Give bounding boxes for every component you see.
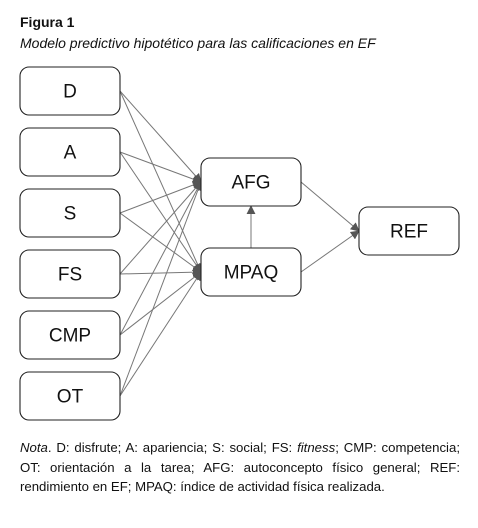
node-ref: REF <box>358 206 460 256</box>
node-mpaq: MPAQ <box>200 247 302 297</box>
node-a: A <box>19 127 121 177</box>
arrow-a-to-mpaq <box>119 151 202 273</box>
arrow-s-to-afg <box>119 180 202 214</box>
edges-layer <box>119 90 360 397</box>
node-label-ref: REF <box>390 222 428 243</box>
note-text-part2: ; CMP: competencia; OT: orientación a la… <box>20 440 460 494</box>
node-label-d: D <box>63 82 77 103</box>
arrow-cmp-to-afg <box>119 181 202 336</box>
node-label-cmp: CMP <box>49 326 91 347</box>
node-box-afg <box>200 157 302 207</box>
arrow-fs-to-afg <box>119 181 202 275</box>
node-box-cmp <box>19 310 121 360</box>
arrow-s-to-mpaq <box>119 212 202 273</box>
node-afg: AFG <box>200 157 302 207</box>
arrow-a-to-afg <box>119 151 202 184</box>
figure-note: Nota. D: disfrute; A: apariencia; S: soc… <box>20 438 460 497</box>
arrow-cmp-to-mpaq <box>119 271 202 336</box>
node-s: S <box>19 188 121 238</box>
node-box-mpaq <box>200 247 302 297</box>
arrow-d-to-mpaq <box>119 90 202 273</box>
note-fitness-term: fitness <box>297 440 336 455</box>
node-box-a <box>19 127 121 177</box>
node-box-ot <box>19 371 121 421</box>
node-box-fs <box>19 249 121 299</box>
figure-label: Figura 1 <box>20 14 75 30</box>
node-label-afg: AFG <box>231 173 270 194</box>
arrow-afg-to-ref <box>300 181 360 232</box>
node-label-s: S <box>64 204 77 225</box>
node-fs: FS <box>19 249 121 299</box>
figure-caption: Modelo predictivo hipotético para las ca… <box>20 35 376 51</box>
node-label-mpaq: MPAQ <box>224 263 279 284</box>
node-label-ot: OT <box>57 387 84 408</box>
arrow-fs-to-mpaq <box>119 267 202 277</box>
note-lead: Nota <box>20 440 48 455</box>
node-ot: OT <box>19 371 121 421</box>
arrow-d-to-afg <box>119 90 202 183</box>
note-text-part1: . D: disfrute; A: apariencia; S: social;… <box>47 440 298 455</box>
arrow-ot-to-afg <box>119 181 203 397</box>
path-diagram: D A S FS CMP OT AFG MPAQ REF <box>19 66 460 421</box>
nodes-layer: D A S FS CMP OT AFG MPAQ REF <box>19 66 460 421</box>
node-box-s <box>19 188 121 238</box>
arrow-mpaq-to-ref <box>300 230 360 273</box>
node-label-a: A <box>64 143 77 164</box>
node-label-fs: FS <box>58 265 82 286</box>
node-cmp: CMP <box>19 310 121 360</box>
node-box-ref <box>358 206 460 256</box>
arrow-ot-to-mpaq <box>119 271 202 397</box>
node-box-d <box>19 66 121 116</box>
node-d: D <box>19 66 121 116</box>
